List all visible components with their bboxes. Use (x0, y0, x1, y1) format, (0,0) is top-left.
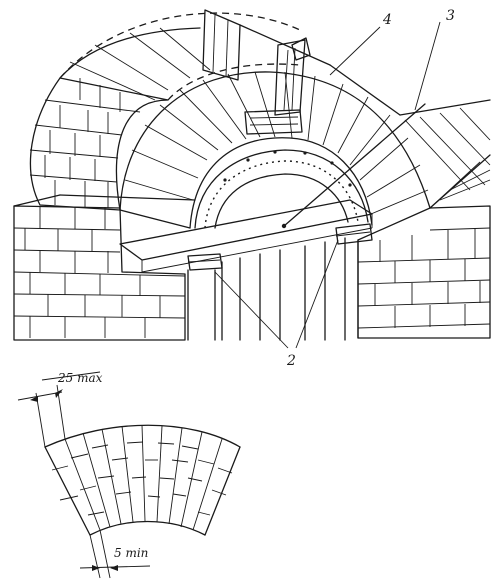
brick-arch-perspective: 4 3 2 (13, 8, 491, 369)
callout-3: 3 (414, 8, 455, 111)
dimension-top-label: 25 max (57, 371, 103, 385)
crown-timber-block (244, 37, 311, 135)
wedge-right (335, 223, 373, 245)
support-posts (221, 237, 346, 341)
timber-cross-beam (119, 199, 373, 273)
guide-rod (283, 103, 426, 227)
callout-4: 4 (329, 12, 392, 76)
arch-centering (194, 149, 369, 229)
wedge-left (187, 253, 223, 341)
arch-voussoirs-front (119, 71, 431, 229)
callout-4-label: 4 (382, 12, 392, 28)
right-brick-wall (357, 99, 491, 339)
left-brick-wall (13, 194, 196, 341)
callout-3-label: 3 (446, 8, 455, 24)
outer-arch-outline (59, 12, 301, 79)
arch-segment-detail: 25 max 5 min (17, 371, 241, 579)
callout-2: 2 (214, 239, 339, 369)
back-frame (202, 9, 401, 116)
arch-ring-left-face (29, 27, 211, 229)
dimension-bottom-label: 5 min (114, 546, 148, 560)
callout-2-label: 2 (286, 353, 296, 369)
dimension-top: 25 max (17, 371, 103, 448)
dimension-bottom: 5 min (79, 529, 151, 579)
